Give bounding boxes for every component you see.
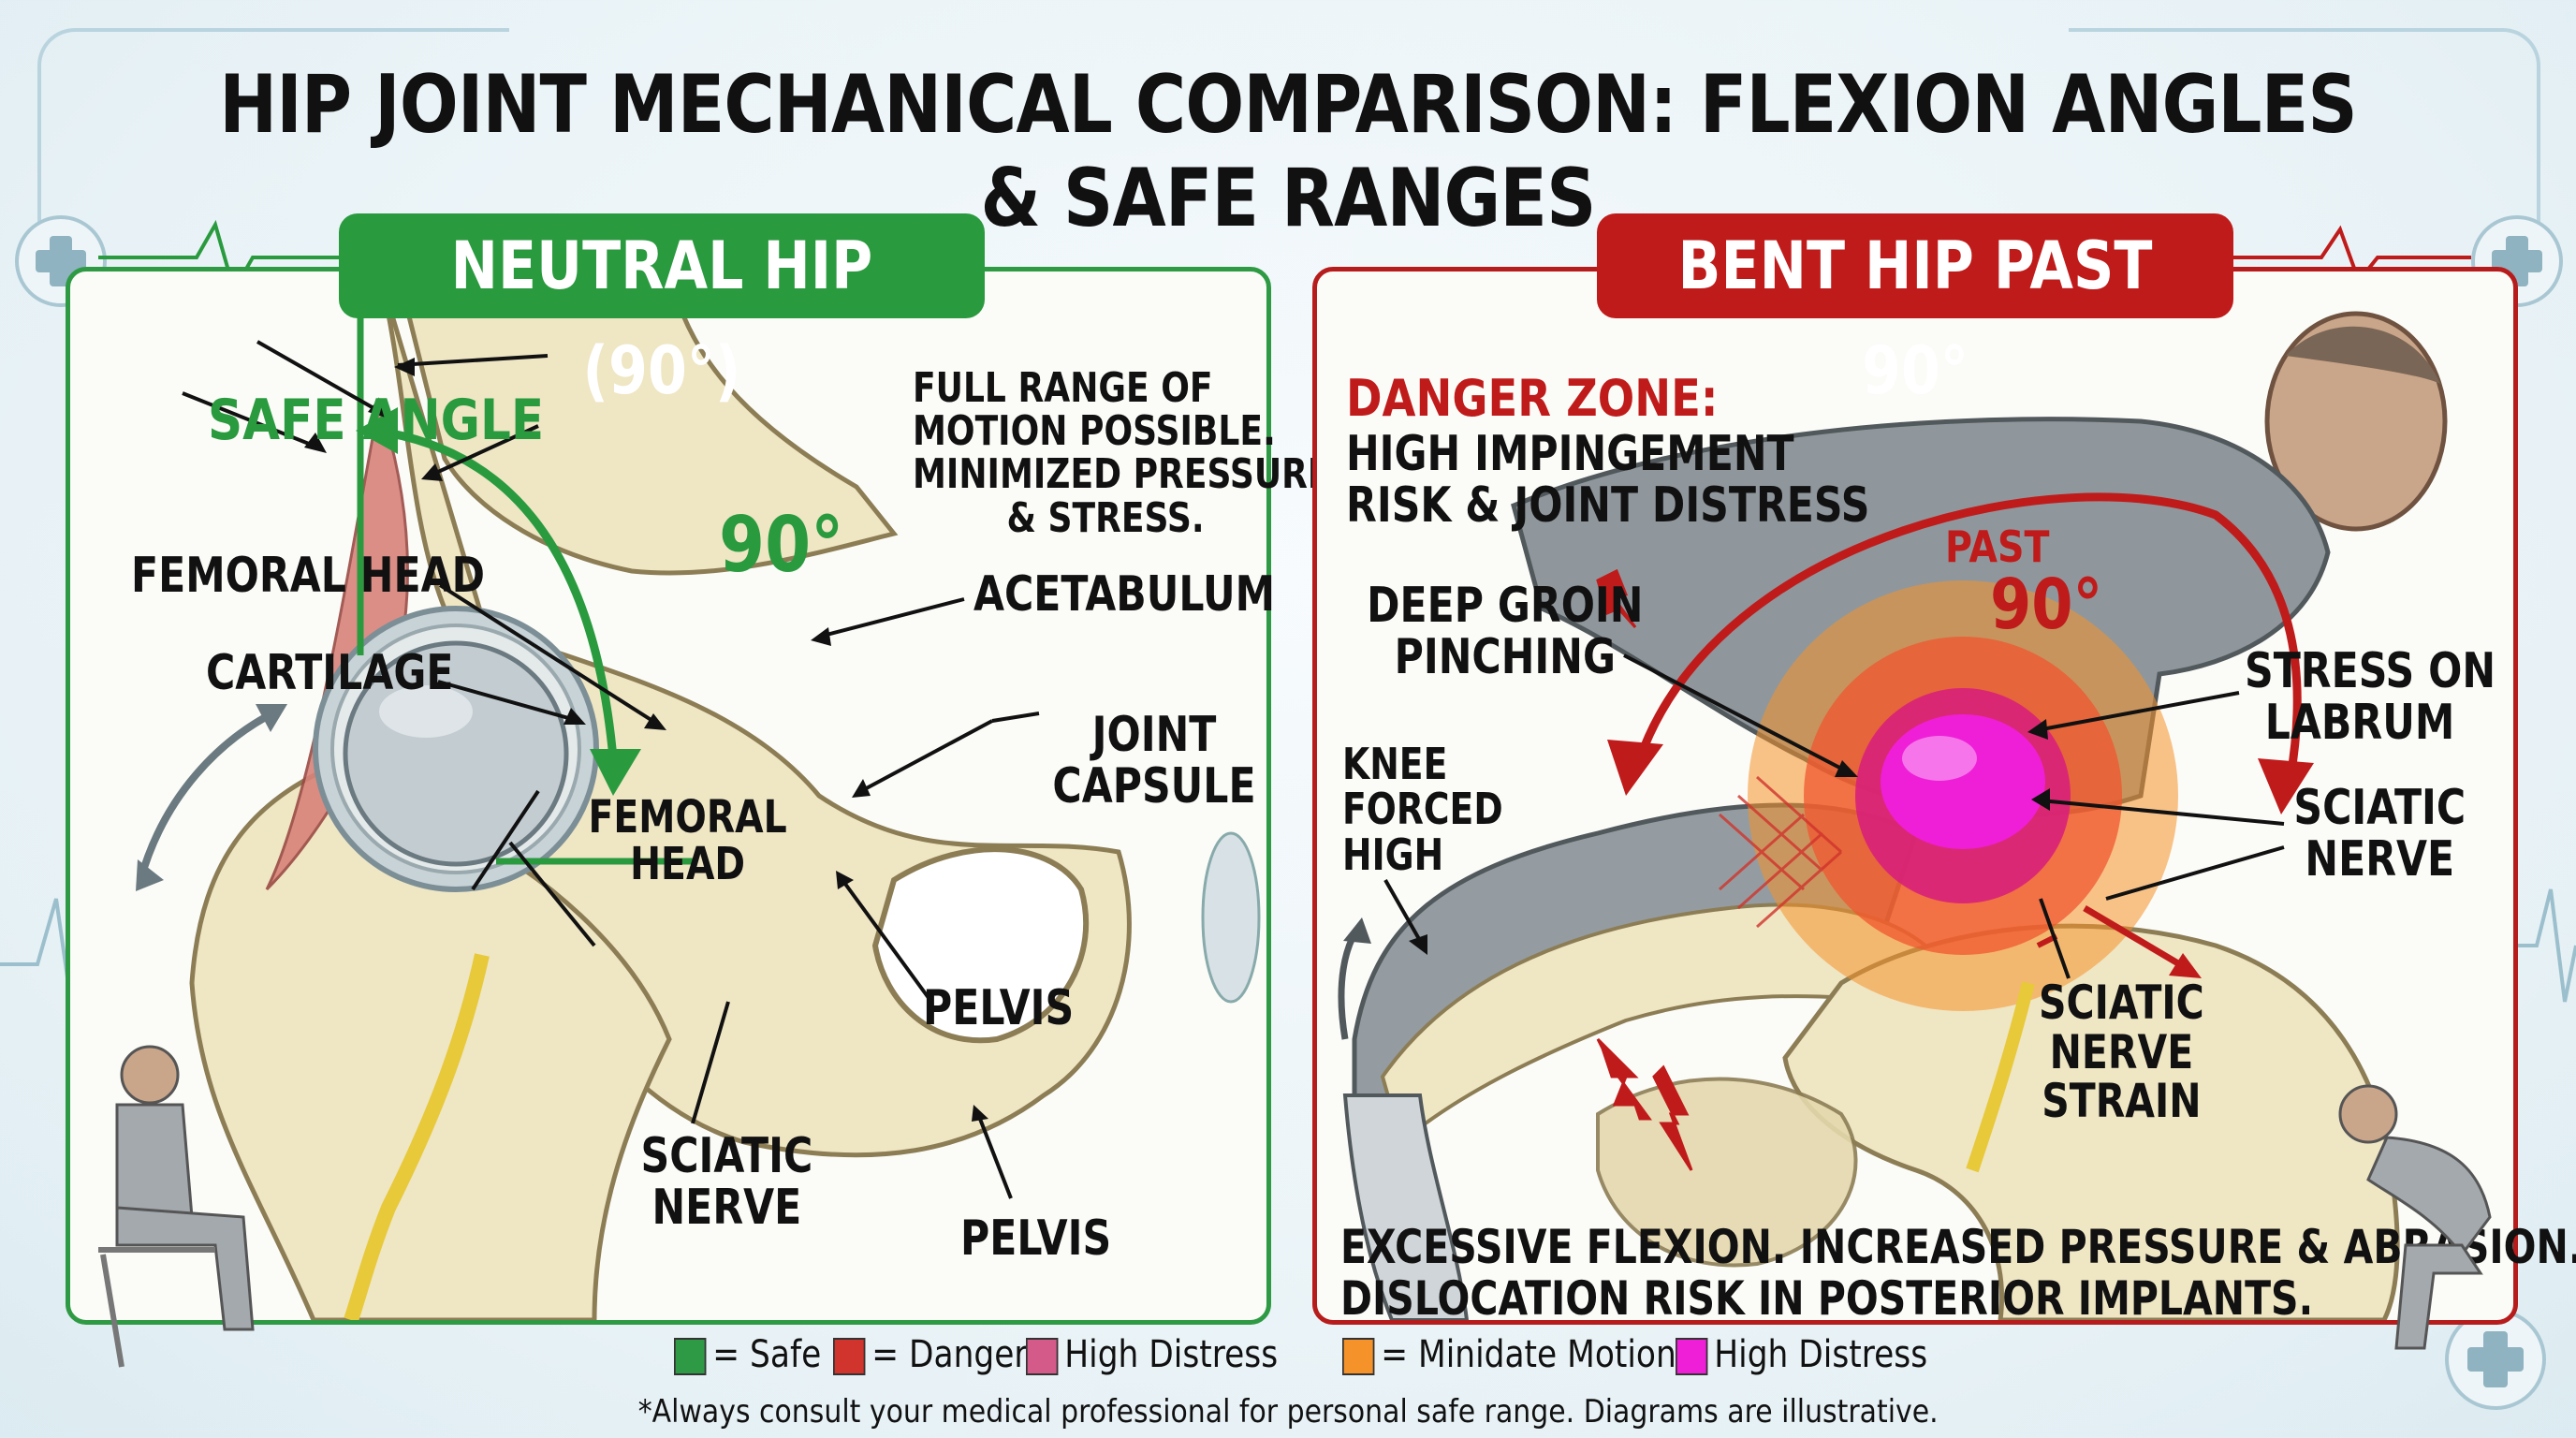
femoral-head-outer-label: FEMORAL HEAD: [131, 548, 485, 604]
legend-high-distress-swatch: [1026, 1338, 1059, 1375]
legend-danger-swatch: [833, 1338, 866, 1375]
legend-safe: = Safe: [674, 1333, 821, 1376]
legend-high-distress: High Distress: [1026, 1333, 1278, 1376]
bent-hip-heading: BENT HIP PAST 90°: [1597, 213, 2233, 409]
outer-frame-top-left: [37, 28, 509, 247]
past-90-angle-label: 90°: [1990, 565, 2103, 645]
pelvis-bottom-label: PELVIS: [960, 1211, 1112, 1267]
excessive-flexion-footer: EXCESSIVE FLEXION. INCREASED PRESSURE & …: [1340, 1220, 2576, 1326]
legend-danger: = Danger: [833, 1333, 1028, 1376]
danger-zone-title: DANGER ZONE:: [1346, 369, 1719, 428]
safe-angle-label: SAFE ANGLE: [208, 388, 545, 453]
past-label: PAST: [1945, 521, 2050, 572]
acetabulum-label: ACETABULUM: [973, 566, 1276, 623]
pelvis-inner-label: PELVIS: [923, 980, 1075, 1036]
main-title: HIP JOINT MECHANICAL COMPARISON: FLEXION…: [219, 58, 2357, 245]
legend-high-distress-magenta: High Distress: [1676, 1333, 1927, 1376]
legend-minidate-motion: = Minidate Motion:: [1342, 1333, 1687, 1376]
disclaimer: *Always consult your medical professiona…: [637, 1393, 1939, 1431]
legend-magenta-swatch: [1676, 1338, 1708, 1375]
neutral-hip-heading: NEUTRAL HIP (90°): [339, 213, 985, 409]
legend-minidate-swatch: [1342, 1338, 1375, 1375]
angle-90-label: 90°: [719, 501, 844, 590]
legend-safe-swatch: [674, 1338, 707, 1375]
cartilage-label: CARTILAGE: [206, 645, 454, 701]
outer-frame-top-right: [2069, 28, 2540, 247]
